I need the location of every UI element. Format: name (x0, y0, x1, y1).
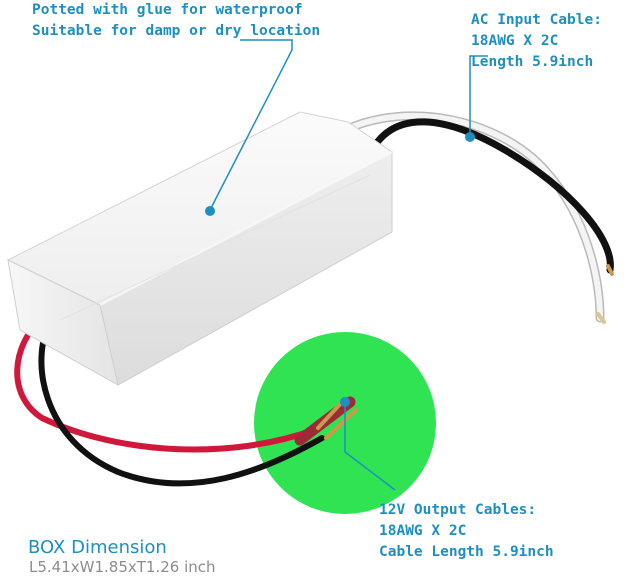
potted-power-supply-box (6, 111, 393, 386)
ac-callout-line2: 18AWG X 2C (471, 33, 559, 49)
output-callout-line3: Cable Length 5.9inch (379, 544, 554, 560)
potted-callout-leader (205, 39, 293, 216)
ac-white-wire (342, 112, 603, 321)
ac-callout-dot (465, 132, 475, 142)
output-callout-line2: 18AWG X 2C (379, 523, 467, 539)
output-black-wire (38, 319, 325, 487)
output-black-tip (324, 408, 358, 440)
ac-black-wire (368, 118, 614, 274)
ac-input-callout: AC Input Cable: 18AWG X 2C Length 5.9inc… (471, 10, 602, 73)
ac-callout-leader (465, 55, 488, 142)
box-edge-highlight (99, 151, 393, 306)
output-red-tip (316, 400, 344, 430)
ac-white-tip (596, 312, 606, 324)
potted-callout: Potted with glue for waterproof Suitable… (32, 0, 320, 42)
box-end-face (7, 259, 119, 386)
output-wires (14, 315, 358, 487)
potted-callout-line1: Potted with glue for waterproof (32, 2, 303, 18)
output-callout-line1: 12V Output Cables: (379, 502, 537, 518)
output-callout: 12V Output Cables: 18AWG X 2C Cable Leng… (379, 500, 554, 563)
box-dimension-title: BOX Dimension (28, 537, 167, 558)
output-callout-leader (340, 397, 396, 491)
potted-callout-line2: Suitable for damp or dry location (32, 23, 321, 39)
output-callout-dot (340, 397, 350, 407)
box-dimension-value: L5.41xW1.85xT1.26 inch (29, 558, 216, 576)
ac-input-wires (340, 111, 614, 324)
box-seam (59, 174, 371, 321)
ac-callout-line3: Length 5.9inch (471, 54, 594, 70)
potted-callout-dot (205, 206, 215, 216)
ac-black-tip (606, 264, 614, 276)
ac-callout-line1: AC Input Cable: (471, 12, 602, 28)
